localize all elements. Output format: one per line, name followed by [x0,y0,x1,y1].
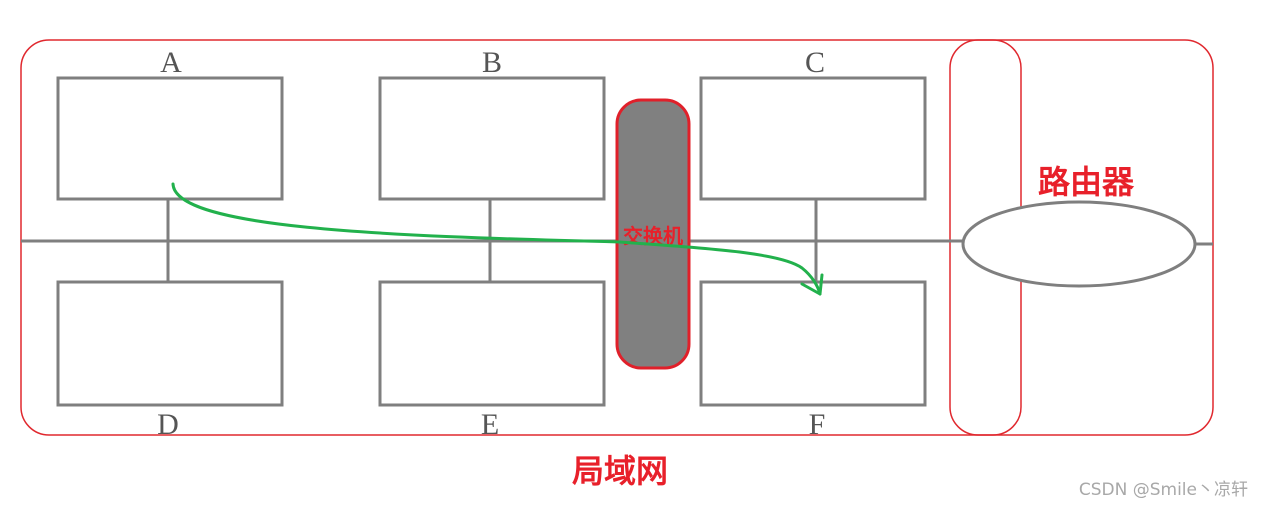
router-ellipse [961,200,1197,288]
arrow-head [800,273,824,296]
host-label-e: E [481,408,499,441]
host-box-d [56,280,284,407]
host-label-d: D [157,408,179,441]
host-box-b [378,76,606,201]
host-label-a: A [160,46,182,79]
host-box-c [699,76,927,201]
host-label-b: B [482,46,502,79]
host-label-c: C [805,46,825,79]
data-path-arrow [171,182,822,296]
host-box-e [378,280,606,407]
host-box-f [699,280,927,407]
host-box-a [56,76,284,201]
switch-shape [615,98,691,370]
lan-label: 局域网 [572,452,668,490]
router-label: 路由器 [1038,163,1135,201]
router-region [949,39,1214,436]
host-label-f: F [809,408,826,441]
watermark-text: CSDN @Smile丶凉轩 [1079,480,1248,500]
